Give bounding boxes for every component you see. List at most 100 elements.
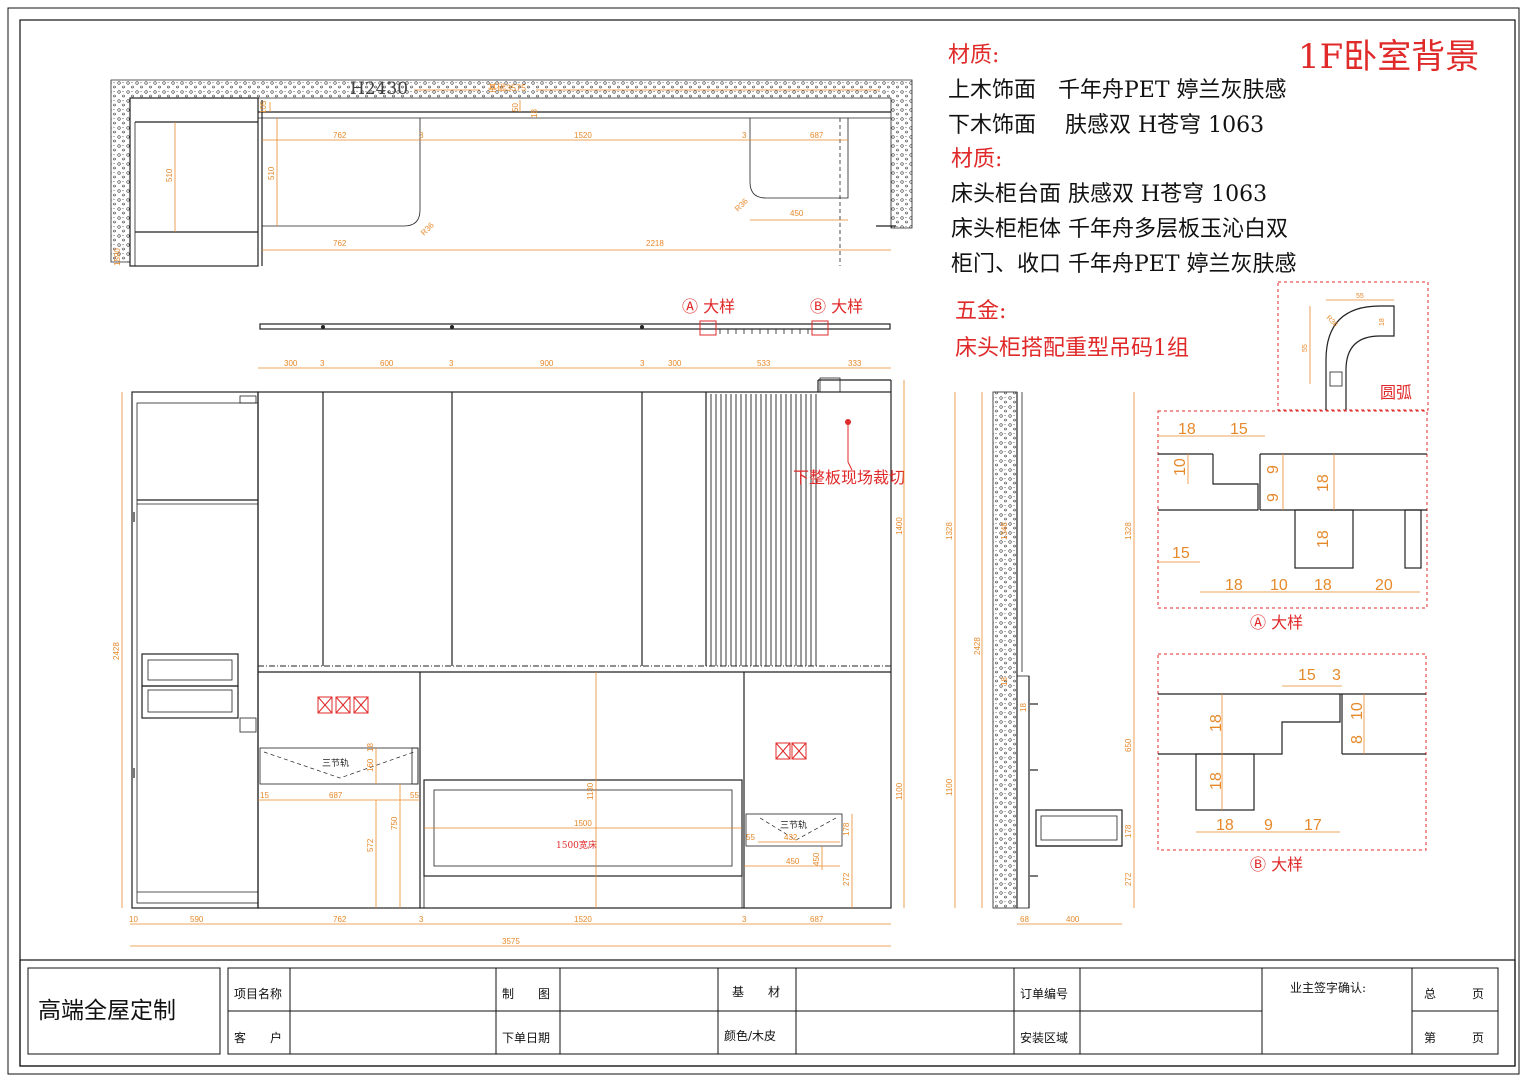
detB-bot-2: 17	[1304, 817, 1322, 834]
company-name: 高端全屋定制	[38, 998, 176, 1024]
order-no-label: 订单编号	[1020, 986, 1068, 1001]
arc-label: 圆弧	[1380, 383, 1412, 402]
sheet-title: 1F卧室背景	[1298, 37, 1479, 77]
plan-base-label: 基础3575	[488, 82, 526, 93]
sec-d68: 68	[1020, 915, 1029, 924]
elev-d432: 432	[784, 833, 798, 842]
detA-9b: 9	[1265, 493, 1282, 502]
sec-d272: 272	[1124, 872, 1133, 886]
arc-d18: 18	[1379, 318, 1386, 326]
drafter-label: 制 图	[502, 987, 550, 1001]
elev-top-7: 533	[757, 359, 771, 368]
detail-a: 18 15 10 9 9 18 18 15 18 10 18 20 Ⓐ 大样	[1157, 410, 1428, 632]
detB-top-0: 15	[1298, 667, 1316, 684]
plan-dim-1520: 1520	[574, 131, 592, 140]
plan-dim-3b: 3	[742, 131, 747, 140]
hardware-heading: 五金:	[955, 299, 1006, 324]
detB-18b: 18	[1208, 772, 1225, 790]
callout-detail-b: Ⓑ 大样	[810, 297, 863, 316]
elev-bot-5: 3	[742, 915, 747, 924]
front-elevation: 300 3 600 3 900 3 300 533 333 2428	[112, 359, 905, 947]
elev-right-1100: 1100	[895, 782, 904, 800]
plan-dim-510a: 510	[165, 168, 174, 182]
detB-bot-1: 9	[1264, 817, 1273, 834]
detail-b: 15 3 10 8 18 18 18 9 17 Ⓑ 大样	[1157, 653, 1427, 874]
elev-d687: 687	[329, 791, 343, 800]
plan-dim-1590: 1590	[113, 248, 122, 266]
detA-left15: 15	[1172, 545, 1190, 562]
elev-overall: 3575	[502, 937, 520, 946]
plan-dim-510b: 510	[267, 166, 276, 180]
door-trim-note: 柜门、收口 千年舟PET 婷兰灰肤感	[951, 252, 1297, 277]
elev-bot-3: 3	[419, 915, 424, 924]
elev-bot-4: 1520	[574, 915, 592, 924]
detA-top-0: 18	[1178, 421, 1196, 438]
owner-sign-label: 业主签字确认:	[1290, 980, 1366, 995]
plan-dim-50: 50	[511, 103, 520, 112]
nightstand-top-note: 床头柜台面 肤感双 H苍穹 1063	[951, 182, 1267, 207]
arc-detail: 55 18 55 R36 圆弧	[1277, 281, 1429, 411]
plan-view: H2430 基础3575 105 50 18 762 3 1520 3 687 …	[110, 79, 913, 267]
title-block: 高端全屋定制 项目名称 客 户 制 图 下单日期 基 材 颜色/木皮 订单编号 …	[19, 959, 1516, 1067]
nightstand-body-note: 床头柜柜体 千年舟多层板玉沁白双	[951, 217, 1288, 242]
elev-d450b: 450	[812, 852, 821, 866]
detB-bot-0: 18	[1216, 817, 1234, 834]
elev-top-4: 900	[540, 359, 554, 368]
three-rail-a: 三节轨	[322, 757, 349, 769]
elev-top-3: 3	[449, 359, 454, 368]
hardware-note: 床头柜搭配重型吊码1组	[955, 336, 1189, 361]
install-area-label: 安装区域	[1020, 1030, 1068, 1045]
elev-d178: 178	[842, 822, 851, 836]
sec-d18a: 18	[1000, 677, 1009, 686]
elev-top-5: 3	[640, 359, 645, 368]
page-label: 第 页	[1424, 1031, 1484, 1045]
bed-label: 1500宽床	[556, 839, 597, 851]
plan-dim-762b: 762	[333, 239, 347, 248]
sec-d18b: 18	[1019, 703, 1028, 712]
elev-d1500: 1500	[574, 819, 592, 828]
detB-right8: 8	[1349, 735, 1366, 744]
elev-d55b: 55	[746, 833, 755, 842]
elev-d160: 160	[366, 758, 375, 772]
elev-top-8: 333	[848, 359, 862, 368]
elev-d750: 750	[390, 816, 399, 830]
elev-d572: 572	[366, 838, 375, 852]
detA-bot-3: 20	[1375, 577, 1393, 594]
materials-heading-1: 材质:	[948, 43, 999, 68]
sec-d2428: 2428	[973, 637, 982, 655]
upper-wood-note: 上木饰面 千年舟PET 婷兰灰肤感	[948, 78, 1287, 103]
base-material-label: 基 材	[732, 985, 780, 999]
sec-d1348: 1348	[1000, 522, 1009, 540]
elev-d18a: 18	[366, 743, 375, 752]
plan-dim-687: 687	[810, 131, 824, 140]
outer-frame	[7, 7, 1520, 1075]
sec-d178: 178	[1124, 824, 1133, 838]
total-pages-label: 总 页	[1424, 987, 1484, 1001]
elev-d55a: 55	[410, 791, 419, 800]
detA-18a: 18	[1315, 474, 1332, 492]
plan-dim-762a: 762	[333, 131, 347, 140]
inner-frame	[19, 19, 1516, 1067]
elev-top-6: 300	[668, 359, 682, 368]
detA-bot-0: 18	[1225, 577, 1243, 594]
elev-d15a: 15	[260, 791, 269, 800]
sec-d1100: 1100	[945, 778, 954, 796]
elev-bot-2: 762	[333, 915, 347, 924]
elev-top-2: 600	[380, 359, 394, 368]
plan-height-label: H2430	[350, 79, 408, 99]
sec-d400: 400	[1066, 915, 1080, 924]
sec-d1328b: 1328	[1124, 522, 1133, 540]
elev-right-1400: 1400	[895, 517, 904, 535]
detA-left10: 10	[1172, 458, 1189, 476]
material-notes: 1F卧室背景 材质: 上木饰面 千年舟PET 婷兰灰肤感 下木饰面 肤感双 H苍…	[948, 37, 1479, 361]
detail-b-label: Ⓑ 大样	[1250, 855, 1303, 874]
order-date-label: 下单日期	[502, 1031, 550, 1045]
elev-bot-1: 590	[190, 915, 204, 924]
detA-18b: 18	[1315, 530, 1332, 548]
plan-r36a: R36	[419, 220, 436, 237]
plan-r36b: R36	[733, 196, 750, 213]
detA-top-1: 15	[1230, 421, 1248, 438]
plan-dim-3a: 3	[419, 131, 424, 140]
elev-top-0: 300	[284, 359, 298, 368]
detB-top-1: 3	[1332, 667, 1341, 684]
